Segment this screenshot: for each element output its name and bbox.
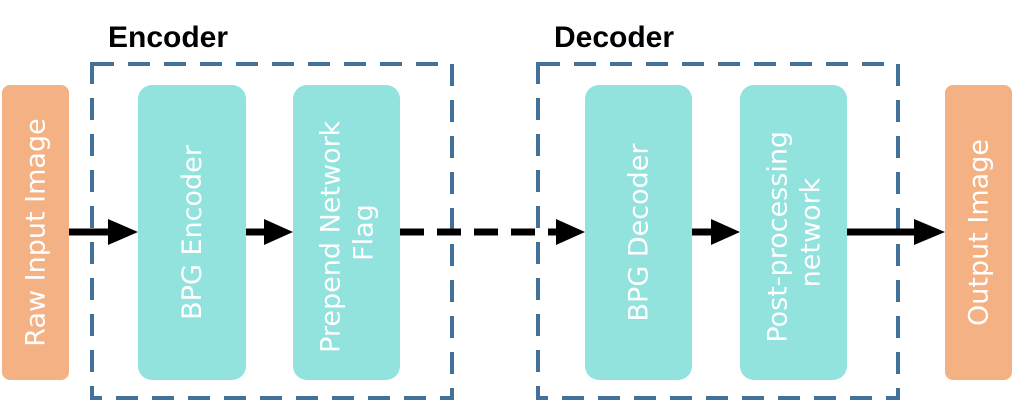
post-processing-network-label-line2: network — [796, 177, 827, 287]
arrow-postprocess-to-output — [847, 219, 945, 245]
svg-text:BPG Encoder: BPG Encoder — [177, 144, 208, 320]
svg-text:Post-processing network: Post-processing network — [763, 122, 827, 342]
svg-text:BPG Decoder: BPG Decoder — [624, 143, 655, 322]
arrow-encoder-to-flag — [246, 219, 293, 245]
prepend-network-flag-block: Prepend Network Flag — [293, 85, 400, 380]
dashed-arrow-flag-to-decoder — [400, 219, 585, 245]
prepend-network-flag-label-line2: Flag — [349, 204, 380, 261]
encoder-title: Encoder — [108, 21, 228, 54]
encoder-group-box — [90, 62, 454, 400]
bpg-decoder-label: BPG Decoder — [624, 143, 655, 322]
svg-text:Output Image: Output Image — [964, 139, 995, 326]
output-image-label: Output Image — [964, 139, 995, 326]
post-processing-network-label-line1: Post-processing — [763, 131, 794, 343]
arrow-raw-to-encoder — [69, 219, 138, 245]
bpg-encoder-block: BPG Encoder — [138, 85, 246, 380]
svg-text:Prepend Network Flag: Prepend Network Flag — [316, 112, 380, 353]
decoder-title: Decoder — [554, 21, 674, 54]
output-image-block: Output Image — [945, 85, 1012, 380]
decoder-group-box — [536, 62, 900, 400]
raw-input-image-label: Raw Input Image — [21, 118, 52, 346]
raw-input-image-block: Raw Input Image — [2, 85, 69, 380]
svg-text:Raw Input Image: Raw Input Image — [21, 118, 52, 346]
arrow-decoder-to-postprocess — [692, 219, 740, 245]
bpg-decoder-block: BPG Decoder — [585, 85, 692, 380]
bpg-encoder-label: BPG Encoder — [177, 144, 208, 320]
post-processing-network-block: Post-processing network — [740, 85, 847, 380]
prepend-network-flag-label-line1: Prepend Network — [316, 120, 347, 353]
